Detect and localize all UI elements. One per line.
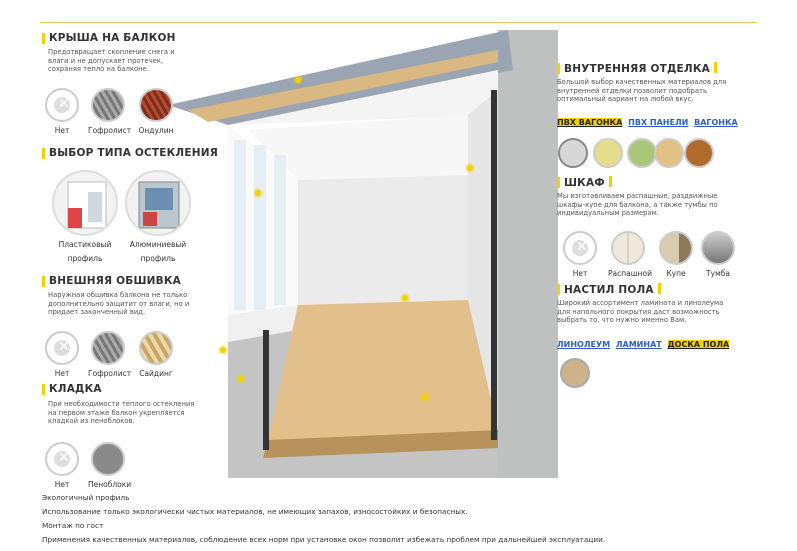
interior-material-tabs: ПВХ ВАГОНКА ПВХ ПАНЕЛИ ВАГОНКА bbox=[557, 118, 741, 127]
tab-linoleum[interactable]: ЛИНОЛЕУМ bbox=[557, 340, 611, 349]
none-icon: ✕ bbox=[45, 88, 79, 122]
footer-heading-gost: Монтаж по гост bbox=[42, 521, 104, 530]
pointer-roof bbox=[295, 77, 301, 83]
interior-swatch-green[interactable] bbox=[627, 138, 657, 168]
masonry-option-none[interactable]: ✕ Нет bbox=[42, 442, 82, 489]
pointer-wardrobe bbox=[402, 295, 408, 301]
wardrobe-option-cabinet[interactable]: Тумба bbox=[698, 231, 738, 278]
ondulin-icon bbox=[139, 88, 173, 122]
interior-swatch-beige[interactable] bbox=[654, 138, 684, 168]
pointer-glazing bbox=[255, 190, 261, 196]
balcony-illustration bbox=[168, 30, 558, 478]
pointer-masonry bbox=[238, 376, 244, 382]
interior-swatch-cream[interactable] bbox=[593, 138, 623, 168]
siding-icon bbox=[139, 331, 173, 365]
cladding-option-siding[interactable]: Сайдинг bbox=[136, 331, 176, 378]
foam-block-icon bbox=[91, 442, 125, 476]
wardrobe-option-sliding[interactable]: Купе bbox=[656, 231, 696, 278]
tab-pvc-lining[interactable]: ПВХ ВАГОНКА bbox=[557, 118, 623, 127]
roof-option-ondulin[interactable]: Ондулин bbox=[136, 88, 176, 135]
tab-wood-lining[interactable]: ВАГОНКА bbox=[694, 118, 738, 127]
corrugated-sheet-icon bbox=[91, 331, 125, 365]
interior-swatch-grey[interactable] bbox=[558, 138, 588, 168]
cladding-title: ВНЕШНЯЯ ОБШИВКА bbox=[42, 275, 181, 287]
cabinet-icon bbox=[701, 231, 735, 265]
roof-option-corrugated[interactable]: Гофролист bbox=[88, 88, 131, 135]
hinged-wardrobe-icon bbox=[611, 231, 645, 265]
pointer-cladding bbox=[220, 347, 226, 353]
wardrobe-option-hinged[interactable]: Распашной bbox=[608, 231, 652, 278]
footer-text-gost: Применения качественных материалов, собл… bbox=[42, 535, 606, 544]
interior-description: Большой выбор качественных материалов дл… bbox=[557, 78, 727, 104]
tab-pvc-panels[interactable]: ПВХ ПАНЕЛИ bbox=[628, 118, 689, 127]
interior-swatch-brown[interactable] bbox=[684, 138, 714, 168]
plastic-profile-image[interactable] bbox=[52, 170, 118, 236]
masonry-option-foam-blocks[interactable]: Пеноблоки bbox=[88, 442, 131, 489]
footer-text-eco: Использование только экологически чистых… bbox=[42, 507, 468, 516]
interior-title: ВНУТРЕННЯЯ ОТДЕЛКА bbox=[557, 62, 717, 75]
floor-swatch-board[interactable] bbox=[560, 358, 590, 388]
cladding-option-corrugated[interactable]: Гофролист bbox=[88, 331, 131, 378]
wardrobe-option-none[interactable]: ✕ Нет bbox=[560, 231, 600, 278]
pointer-interior bbox=[467, 165, 473, 171]
masonry-title: КЛАДКА bbox=[42, 383, 102, 395]
wardrobe-title: ШКАФ bbox=[557, 176, 612, 189]
floor-title: НАСТИЛ ПОЛА bbox=[557, 283, 661, 296]
floor-description: Широкий ассортимент ламината и линолеума… bbox=[557, 299, 724, 325]
sliding-wardrobe-icon bbox=[659, 231, 693, 265]
pointer-floor bbox=[422, 394, 428, 400]
none-icon: ✕ bbox=[45, 331, 79, 365]
corrugated-sheet-icon bbox=[91, 88, 125, 122]
aluminum-profile-image[interactable] bbox=[125, 170, 191, 236]
top-divider bbox=[40, 22, 757, 23]
floor-material-tabs: ЛИНОЛЕУМ ЛАМИНАТ ДОСКА ПОЛА bbox=[557, 340, 732, 349]
roof-option-none[interactable]: ✕ Нет bbox=[42, 88, 82, 135]
glazing-title: ВЫБОР ТИПА ОСТЕКЛЕНИЯ bbox=[42, 147, 218, 159]
tab-laminate[interactable]: ЛАМИНАТ bbox=[615, 340, 662, 349]
tab-floor-board[interactable]: ДОСКА ПОЛА bbox=[667, 340, 730, 349]
footer-heading-eco: Экологичный профиль bbox=[42, 493, 130, 502]
cladding-option-none[interactable]: ✕ Нет bbox=[42, 331, 82, 378]
none-icon: ✕ bbox=[45, 442, 79, 476]
roof-title: КРЫША НА БАЛКОН bbox=[42, 32, 176, 44]
none-icon: ✕ bbox=[563, 231, 597, 265]
